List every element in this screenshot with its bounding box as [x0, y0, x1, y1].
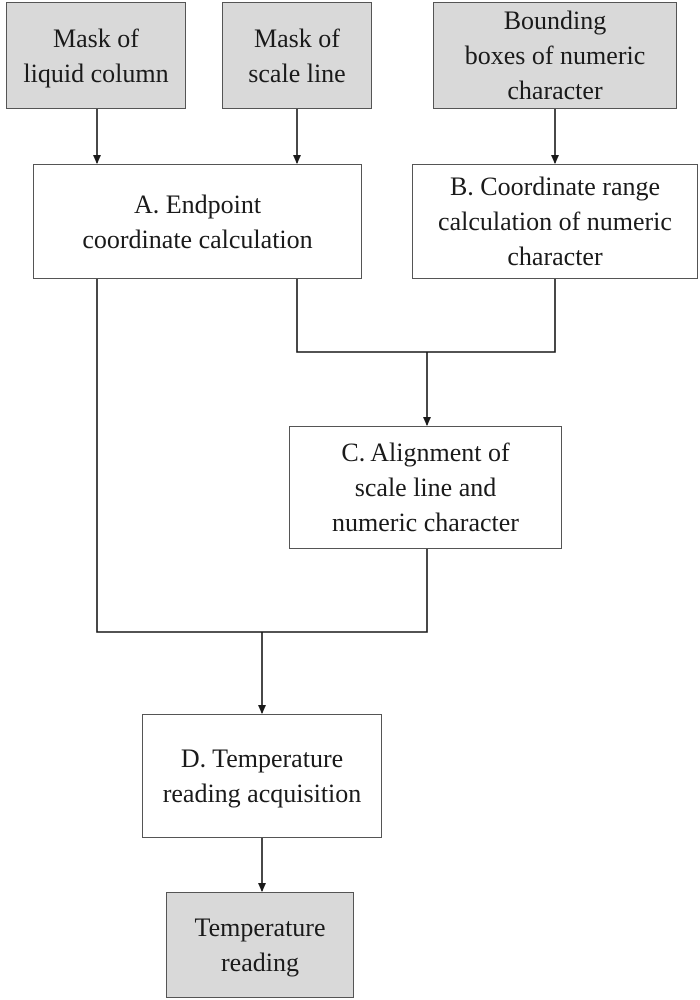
step-a-endpoint-node: A. Endpoint coordinate calculation: [33, 164, 362, 279]
step-b-coordinate-range-node: B. Coordinate range calculation of numer…: [412, 164, 698, 279]
bounding-boxes-node: Bounding boxes of numeric character: [433, 2, 677, 109]
step-a-label: A. Endpoint coordinate calculation: [82, 189, 313, 254]
temperature-reading-node: Temperature reading: [166, 892, 354, 998]
mask-liquid-column-label: Mask of liquid column: [23, 23, 169, 88]
connector-a-to-merge: [296, 279, 427, 353]
mask-scale-line-node: Mask of scale line: [222, 2, 372, 109]
step-d-reading-node: D. Temperature reading acquisition: [142, 714, 382, 838]
bounding-boxes-label: Bounding boxes of numeric character: [464, 6, 646, 105]
step-c-alignment-node: C. Alignment of scale line and numeric c…: [289, 426, 562, 549]
step-c-label: C. Alignment of scale line and numeric c…: [332, 438, 519, 537]
mask-liquid-column-node: Mask of liquid column: [6, 2, 186, 109]
mask-scale-line-label: Mask of scale line: [248, 23, 346, 88]
connector-a-to-merge-d: [96, 279, 262, 633]
step-b-label: B. Coordinate range calculation of numer…: [438, 172, 672, 271]
connector-c-to-merge-d: [262, 549, 428, 633]
step-d-label: D. Temperature reading acquisition: [162, 744, 362, 808]
temperature-reading-label: Temperature reading: [194, 913, 326, 977]
connector-b-to-merge: [427, 279, 556, 353]
